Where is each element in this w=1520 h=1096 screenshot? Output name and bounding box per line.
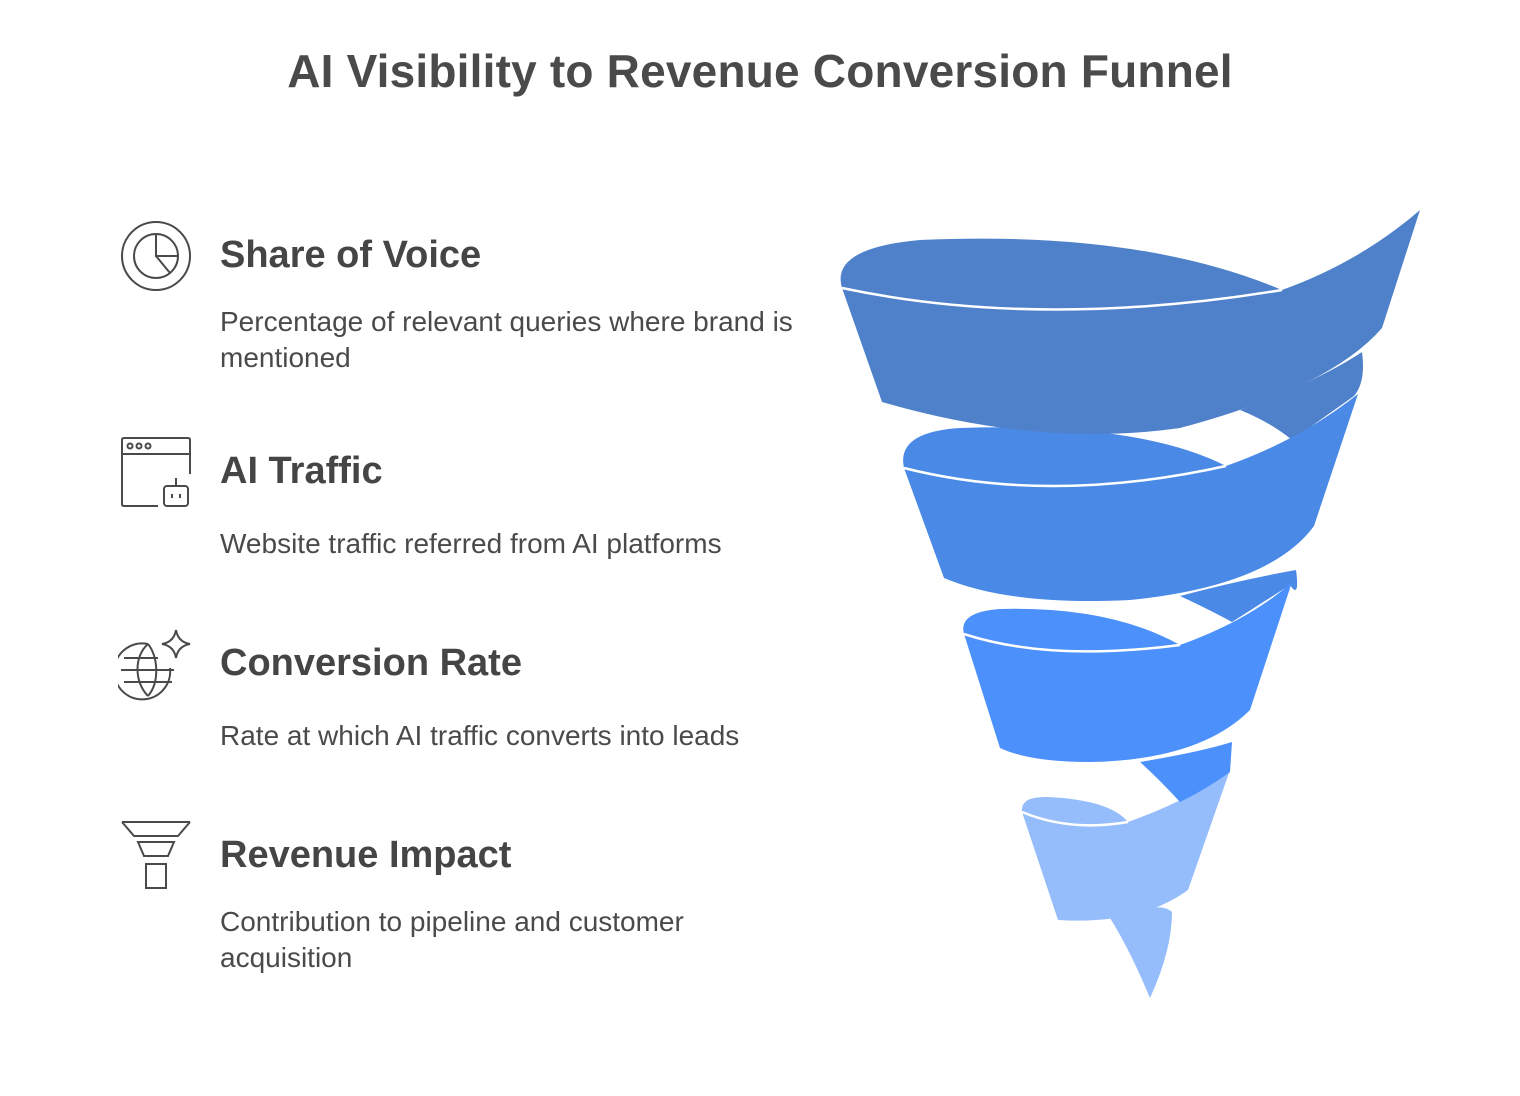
stage-heading: Conversion Rate: [220, 642, 522, 684]
stage-description: Percentage of relevant queries where bra…: [220, 306, 793, 373]
stage-heading: Revenue Impact: [220, 834, 512, 876]
funnel-tier-revenue-impact: [1021, 742, 1232, 998]
stage-description: Contribution to pipeline and customer ac…: [220, 906, 684, 973]
funnel-tier-conversion-rate: [963, 570, 1298, 762]
spiral-funnel-graphic: [840, 210, 1420, 998]
page-title: AI Visibility to Revenue Conversion Funn…: [287, 45, 1233, 97]
stage-heading: Share of Voice: [220, 234, 482, 276]
stage-heading: AI Traffic: [220, 450, 383, 492]
funnel-icon: [118, 818, 194, 894]
browser-robot-icon: [118, 434, 194, 510]
stage-description: Website traffic referred from AI platfor…: [220, 528, 722, 559]
funnel-tier-share-of-voice: [840, 210, 1420, 435]
funnel-tier-ai-traffic: [903, 352, 1363, 602]
pie-chart-icon: [118, 218, 194, 294]
globe-sparkle-icon: [118, 626, 194, 702]
stage-description: Rate at which AI traffic converts into l…: [220, 720, 740, 751]
